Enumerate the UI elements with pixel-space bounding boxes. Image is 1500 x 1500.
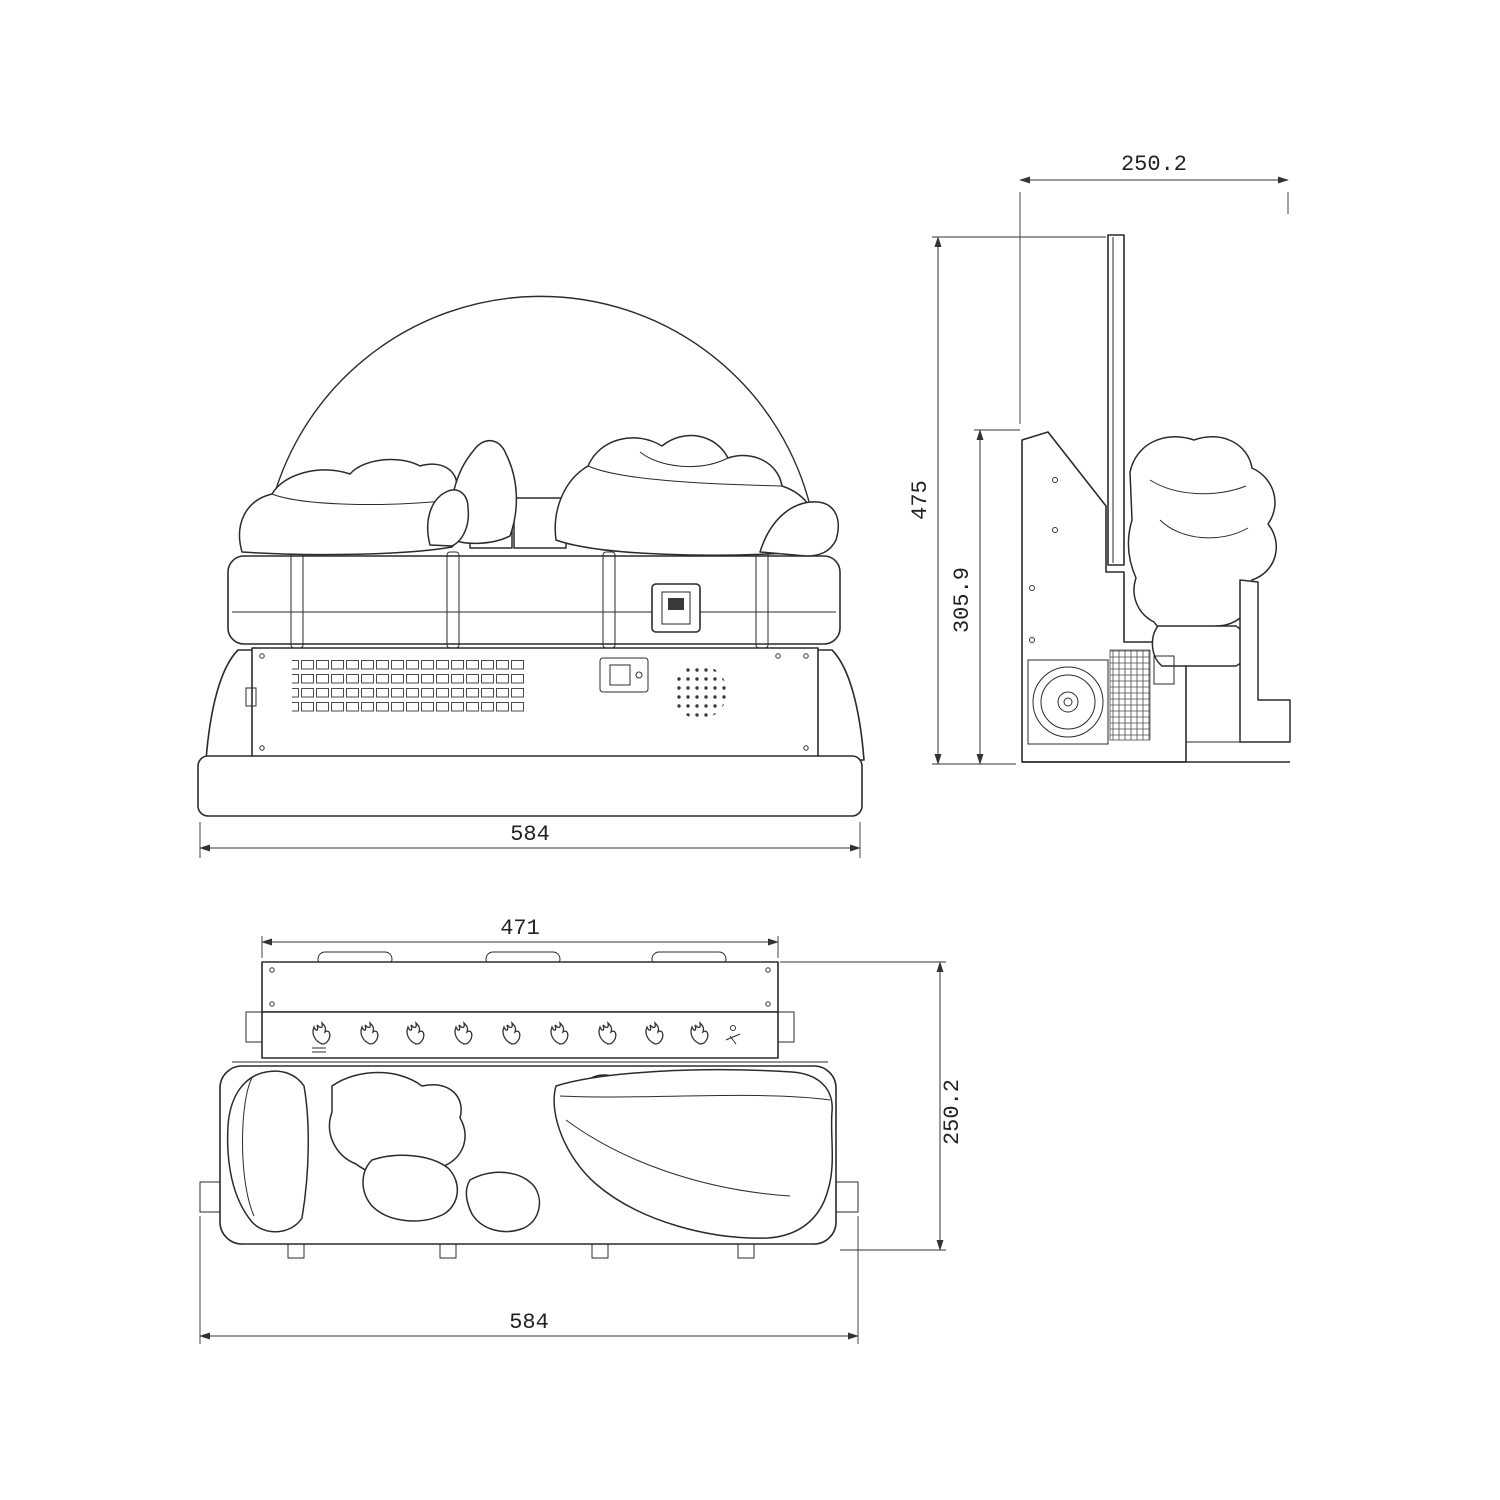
screw xyxy=(1029,585,1035,591)
back-panel xyxy=(1107,234,1125,566)
log-arm-right xyxy=(759,501,839,557)
log-right-detail-1 xyxy=(565,1119,791,1197)
log-set-plan xyxy=(226,1068,834,1239)
seat-base xyxy=(1151,625,1249,667)
screw xyxy=(765,1001,771,1007)
dim-side-height: 475 xyxy=(908,236,1106,765)
screw xyxy=(775,653,781,659)
log-roll-left-detail xyxy=(242,1077,255,1217)
band-endcap-left xyxy=(245,1011,263,1043)
right-leg xyxy=(805,649,865,761)
dim-top-width: 584 xyxy=(199,1216,859,1344)
rocker-switch[interactable] xyxy=(668,598,684,610)
dim-label-front-width: 584 xyxy=(510,822,550,847)
fan-ring xyxy=(1040,674,1096,730)
log-right xyxy=(554,434,815,556)
dim-side-body-height: 305.9 xyxy=(950,429,1020,765)
log-cluster-center xyxy=(328,1071,466,1178)
foot-4 xyxy=(737,1243,755,1259)
log-profile-detail-2 xyxy=(1149,479,1247,495)
band-endcap-right xyxy=(777,1011,795,1043)
strip-mark xyxy=(312,1047,326,1053)
screw xyxy=(803,653,809,659)
log-slanted-right xyxy=(553,1068,834,1239)
display-knob[interactable] xyxy=(635,671,643,679)
fan-axle xyxy=(1063,697,1073,707)
log-wedge xyxy=(465,1171,541,1233)
dim-top-inner-width: 471 xyxy=(261,916,779,958)
log-profile-detail-1 xyxy=(1159,519,1249,539)
side-view: 250.2 475 xyxy=(908,152,1291,765)
plan-body xyxy=(199,1061,859,1259)
dim-side-depth: 250.2 xyxy=(1019,152,1289,424)
dim-label-top-depth: 250.2 xyxy=(940,1079,965,1145)
chair-profile xyxy=(1127,436,1291,743)
dim-label-side-body-height: 305.9 xyxy=(950,567,975,633)
foot-1 xyxy=(287,1243,305,1259)
fire-bed-band xyxy=(227,551,841,649)
dim-label-side-height: 475 xyxy=(908,480,933,520)
side-latch xyxy=(245,687,257,707)
log-set-front xyxy=(238,434,839,557)
screw xyxy=(259,653,265,659)
foot-2 xyxy=(439,1243,457,1259)
screw xyxy=(269,967,275,973)
log-right-detail-2 xyxy=(559,1094,831,1101)
terminal-block xyxy=(1153,655,1175,685)
screw xyxy=(259,745,265,751)
screw xyxy=(1052,527,1058,533)
front-view: 584 xyxy=(197,295,865,858)
vent-grille xyxy=(292,660,524,716)
log-center-lower xyxy=(362,1154,458,1222)
base-plinth xyxy=(197,755,863,817)
fan-housing xyxy=(1027,659,1109,745)
dim-label-side-depth: 250.2 xyxy=(1121,152,1187,177)
switch-frame xyxy=(661,591,691,625)
display-screen xyxy=(609,664,631,686)
dim-label-top-inner-width: 471 xyxy=(500,916,540,941)
foot-3 xyxy=(591,1243,609,1259)
screw xyxy=(1052,477,1058,483)
side-tab-left xyxy=(199,1181,221,1213)
screw xyxy=(765,967,771,973)
log-right-detail-2 xyxy=(639,451,729,468)
fan-hub xyxy=(1057,691,1079,713)
display-bezel xyxy=(599,657,649,693)
dome-arc xyxy=(267,295,813,521)
side-tab-right xyxy=(835,1181,859,1213)
dim-front-width: 584 xyxy=(199,822,861,858)
speaker-grille xyxy=(673,665,727,719)
top-view: 471 250.2 584 xyxy=(199,916,965,1344)
fan-assembly xyxy=(1027,659,1109,745)
band-body xyxy=(261,961,779,1013)
log-center-small xyxy=(427,489,470,547)
heater-back-band xyxy=(245,951,795,1059)
left-leg xyxy=(205,649,265,761)
log-roll-left xyxy=(226,1070,309,1233)
heater-base xyxy=(197,647,865,817)
log-left-detail xyxy=(271,493,453,505)
screw xyxy=(803,745,809,751)
fan-outer xyxy=(1032,666,1104,738)
power-switch[interactable] xyxy=(651,583,701,633)
dim-label-top-width: 584 xyxy=(509,1310,549,1335)
front-foot xyxy=(1239,579,1291,743)
strip-end-glyph xyxy=(725,1025,741,1045)
log-right-detail-1 xyxy=(587,465,783,487)
screw xyxy=(269,1001,275,1007)
bed-outer xyxy=(227,555,841,645)
control-display[interactable] xyxy=(599,657,649,693)
screw xyxy=(1029,637,1035,643)
flame-cutouts xyxy=(312,1022,741,1053)
side-vent-grille xyxy=(1109,649,1151,741)
